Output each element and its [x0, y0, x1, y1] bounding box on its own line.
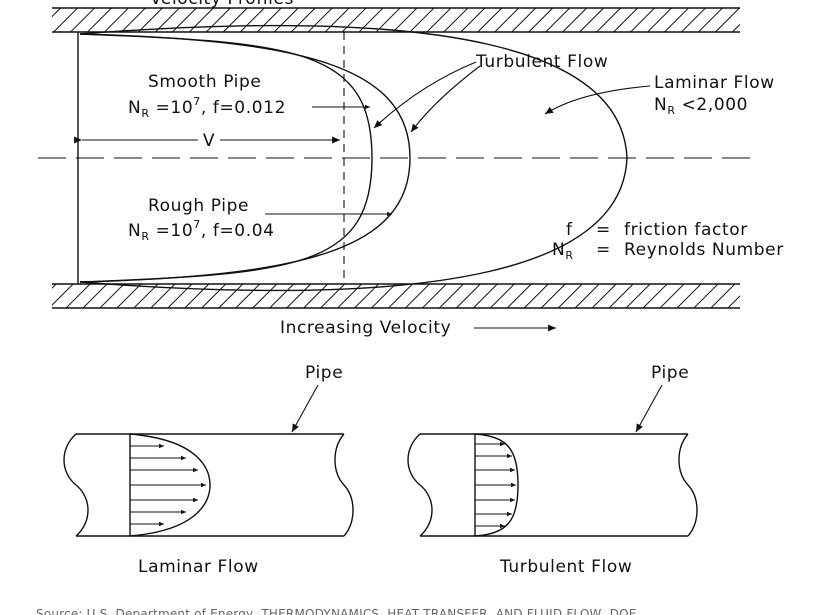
turbulent-pipe-profile-curve	[474, 433, 519, 537]
laminar-pipe-profile-curve	[129, 433, 211, 537]
laminar-pipe-left-break	[63, 433, 89, 537]
turbulent-profile-arrows	[475, 441, 516, 529]
smooth-pipe-title: Smooth Pipe	[148, 72, 261, 92]
laminar-flow-arrow	[544, 85, 651, 115]
laminar-profile-arrows	[130, 443, 206, 527]
turbulent-pipe-pointer-arrow	[635, 384, 663, 433]
laminar-reynolds-number: NR <2,000	[654, 95, 748, 117]
legend-n-text: Reynolds Number	[624, 240, 784, 260]
source-citation: Source: U.S. Department of Energy, THERM…	[36, 607, 637, 615]
rough-pipe-turbulent-curve	[79, 33, 373, 283]
legend-n-symbol: NR	[552, 240, 574, 262]
turbulent-arrow-rough	[373, 61, 477, 129]
turbulent-pipe-left-break	[407, 433, 433, 537]
legend: f = friction factor NR = Reynolds Number	[552, 220, 784, 262]
rough-pipe-reynolds-number: NR =107, f=0.04	[128, 218, 275, 243]
legend-n-equals: =	[596, 240, 611, 260]
turbulent-caption: Turbulent Flow	[499, 557, 632, 577]
legend-f-text: friction factor	[624, 220, 748, 240]
legend-f-equals: =	[596, 220, 611, 240]
legend-f-symbol: f	[566, 220, 573, 240]
laminar-profile-curve	[79, 24, 628, 292]
laminar-pipe-label: Pipe	[305, 363, 343, 383]
laminar-caption: Laminar Flow	[138, 557, 259, 577]
turbulent-pipe-right-break	[678, 433, 698, 537]
figure-title: Velocity Profiles	[150, 0, 294, 9]
laminar-pipe-figure: Pipe Laminar Flow	[63, 363, 354, 577]
turbulent-flow-label: Turbulent Flow	[475, 52, 608, 72]
turbulent-arrow-smooth	[410, 65, 481, 133]
laminar-pipe-right-break	[334, 433, 354, 537]
laminar-flow-label: Laminar Flow	[654, 73, 775, 93]
mean-velocity-label: V	[203, 131, 215, 151]
increasing-velocity-label: Increasing Velocity	[280, 318, 451, 338]
v-label-backdrop	[198, 131, 220, 149]
rough-pipe-title: Rough Pipe	[148, 196, 249, 216]
velocity-profiles-figure: Velocity Profiles V Smooth Pipe NR =107,…	[38, 0, 784, 338]
turbulent-pipe-figure: Pipe Turbulent Flow	[407, 363, 698, 577]
smooth-pipe-turbulent-curve	[79, 33, 411, 283]
smooth-pipe-reynolds-number: NR =107, f=0.012	[128, 95, 286, 120]
turbulent-pipe-label: Pipe	[651, 363, 689, 383]
laminar-pipe-pointer-arrow	[291, 384, 319, 433]
